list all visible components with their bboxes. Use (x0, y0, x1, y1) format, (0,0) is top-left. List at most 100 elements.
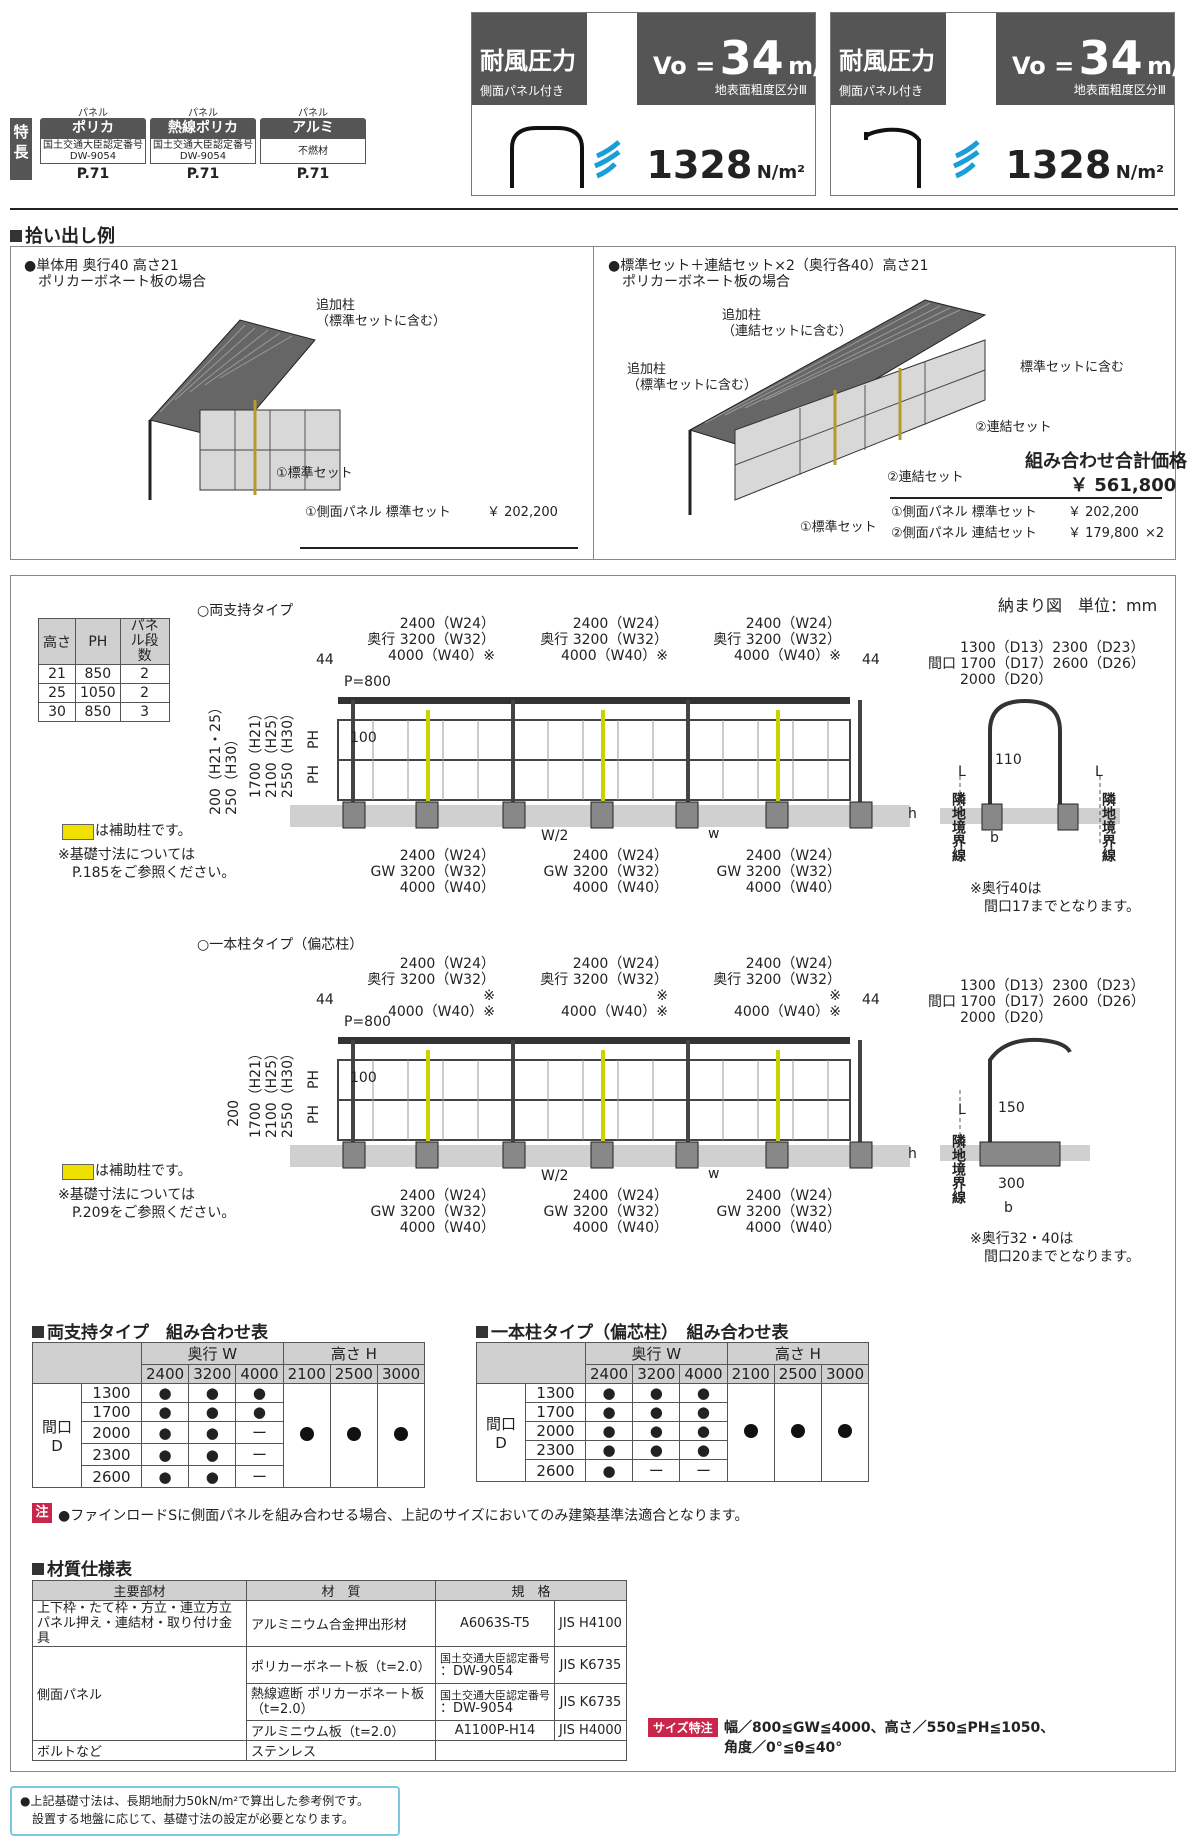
callout-standard-set: ①標準セット (800, 520, 877, 535)
footer-line: 設置する地盤に応じて、基礎寸法の設定が必要となります。 (20, 1812, 354, 1826)
roughness: 地表面粗度区分Ⅲ (1073, 83, 1166, 97)
row-label: 間口D (476, 1383, 526, 1482)
gw-col2: 2400（W24）GW 3200（W32）4000（W40） (533, 848, 668, 896)
dim-110: 110 (995, 752, 1022, 768)
cell-d: 1300 (81, 1383, 142, 1403)
dim-w2: W/2 (541, 828, 569, 844)
dot-mark (743, 1423, 758, 1438)
depth-val: 4000（W40）※ (733, 1004, 841, 1020)
pickup-title-text: 拾い出し例 (25, 226, 115, 247)
pitch-label: P=800 (344, 674, 391, 690)
depth-val: 3200（W32）※ (745, 972, 841, 1004)
note-line: ※基礎寸法については (58, 847, 196, 863)
heading-line: ●単体用 奥行40 高さ21 (24, 258, 179, 274)
part-cell: 上下枠・たて枠・方立・連立方立パネル押え・連結材・取り付け金具 (32, 1600, 247, 1647)
feature-tag: ポリカ (40, 118, 146, 138)
type1-label: ○両支持タイプ (197, 603, 294, 619)
material-title-text: 材質仕様表 (47, 1560, 132, 1580)
wind-title: 耐風圧力 (839, 47, 935, 75)
th-val: 2100 (282, 1364, 331, 1384)
feature-sub-line: 国土交通大臣認定番号 (153, 140, 253, 151)
th-val: 4000 (679, 1364, 728, 1384)
callout-line: 追加柱 (627, 362, 667, 377)
front-val: 1300（D13）2300（D23） (960, 640, 1145, 656)
std-line: 国土交通大臣認定番号 (440, 1689, 550, 1702)
wind-title: 耐風圧力 (480, 47, 576, 75)
note-line: ※奥行40は (970, 881, 1042, 897)
th-val: 3000 (820, 1364, 870, 1384)
roughness: 地表面粗度区分Ⅲ (714, 83, 807, 97)
th-val: 2100 (726, 1364, 775, 1384)
part-line: パネル押え・連結材・取り付け金具 (37, 1616, 233, 1646)
th-height: 高さ H (726, 1342, 870, 1365)
front-dims-2: 1300（D13）2300（D23） 間口 1700（D17）2600（D26）… (928, 978, 1145, 1026)
cell: ● (140, 1383, 190, 1403)
th-height: 高さ H (282, 1342, 426, 1365)
pressure: 1328 N/m² (1006, 143, 1165, 187)
total-divider (890, 497, 1162, 499)
wind-speed: Vo = 34 m/s (1012, 31, 1188, 85)
combo-title-text: 両支持タイプ 組み合わせ表 (47, 1323, 268, 1343)
table-row: 1700●●● (33, 1402, 425, 1422)
jis-cell: JIS K6735 (554, 1683, 627, 1721)
combo-left-title: 両支持タイプ 組み合わせ表 (32, 1318, 268, 1343)
jis-cell: JIS H4100 (554, 1600, 627, 1647)
aux-post-swatch (62, 824, 94, 840)
standard-cell: 国土交通大臣認定番号：DW-9054 (435, 1646, 555, 1684)
table-row: 2600●ーー (477, 1459, 869, 1482)
callout-link-set-1: ②連結セット (975, 420, 1052, 435)
callout-line: 追加柱 (722, 308, 762, 323)
ph-cell: 3 (119, 702, 170, 722)
feature-aluminium: パネル アルミ 不燃材 P.71 (260, 104, 366, 182)
depth-label: 奥行 (540, 632, 569, 648)
heading-line: ●標準セット＋連結セット×2（奥行各40）高さ21 (608, 258, 929, 274)
cell: ● (632, 1383, 681, 1403)
ph-label-4: PH (306, 1105, 322, 1124)
material-cell: アルミニウム板（t=2.0） (246, 1720, 436, 1741)
front-label: 間口 (928, 656, 956, 672)
gw-label: GW (370, 1204, 396, 1220)
callout-line: （標準セットに含む） (316, 314, 447, 329)
cell: ● (584, 1459, 634, 1482)
cell: ● (140, 1421, 190, 1444)
boundary-left: 隣地境界線 (950, 792, 966, 862)
depth2-col3: 2400（W24）奥行 3200（W32）※4000（W40）※ (706, 956, 841, 1020)
boundary-right: 隣地境界線 (1100, 792, 1116, 862)
th-val: 3000 (376, 1364, 426, 1384)
std-line: ：DW-9054 (440, 1664, 514, 1679)
dim-100-2: 100 (350, 1070, 377, 1086)
dim-44-right-2: 44 (862, 992, 880, 1008)
aux-post-legend-2: は補助柱です。 (95, 1163, 192, 1179)
note-line: ※奥行32・40は (970, 1231, 1074, 1247)
ph-cell: 2 (119, 664, 170, 684)
front-val: 1700（D17）2600（D26） (960, 656, 1145, 672)
dim-44-left: 44 (316, 652, 334, 668)
price-line-value: ￥ 202,200 (487, 505, 558, 520)
caution-tag: 注 (32, 1503, 52, 1523)
height-val: 2550（H30） (280, 706, 296, 798)
ph-label-1: PH (306, 730, 322, 749)
carport-front-icon (510, 126, 621, 188)
table-row: 2000●●ー (33, 1421, 425, 1444)
cell: ● (188, 1402, 237, 1422)
depth-col1: 2400（W24）奥行 3200（W32）4000（W40）※ (360, 616, 495, 664)
total-label: 組み合わせ合計価格 (1025, 451, 1187, 472)
th-val: 2400 (140, 1364, 190, 1384)
height-val: 2100（H25） (264, 1046, 280, 1138)
base-val: 200（H21・25） (208, 700, 224, 815)
standard-cell: 国土交通大臣認定番号：DW-9054 (435, 1683, 555, 1721)
vo-prefix: Vo = (1012, 52, 1075, 80)
cell: ● (584, 1383, 634, 1403)
pressure: 1328 N/m² (647, 143, 806, 187)
material-table: 主要部材材 質規 格 上下枠・たて枠・方立・連立方立パネル押え・連結材・取り付け… (32, 1580, 627, 1761)
dim-b: b (990, 830, 999, 846)
dim-w2-2: W/2 (541, 1168, 569, 1184)
ph-cell: 21 (38, 664, 76, 684)
